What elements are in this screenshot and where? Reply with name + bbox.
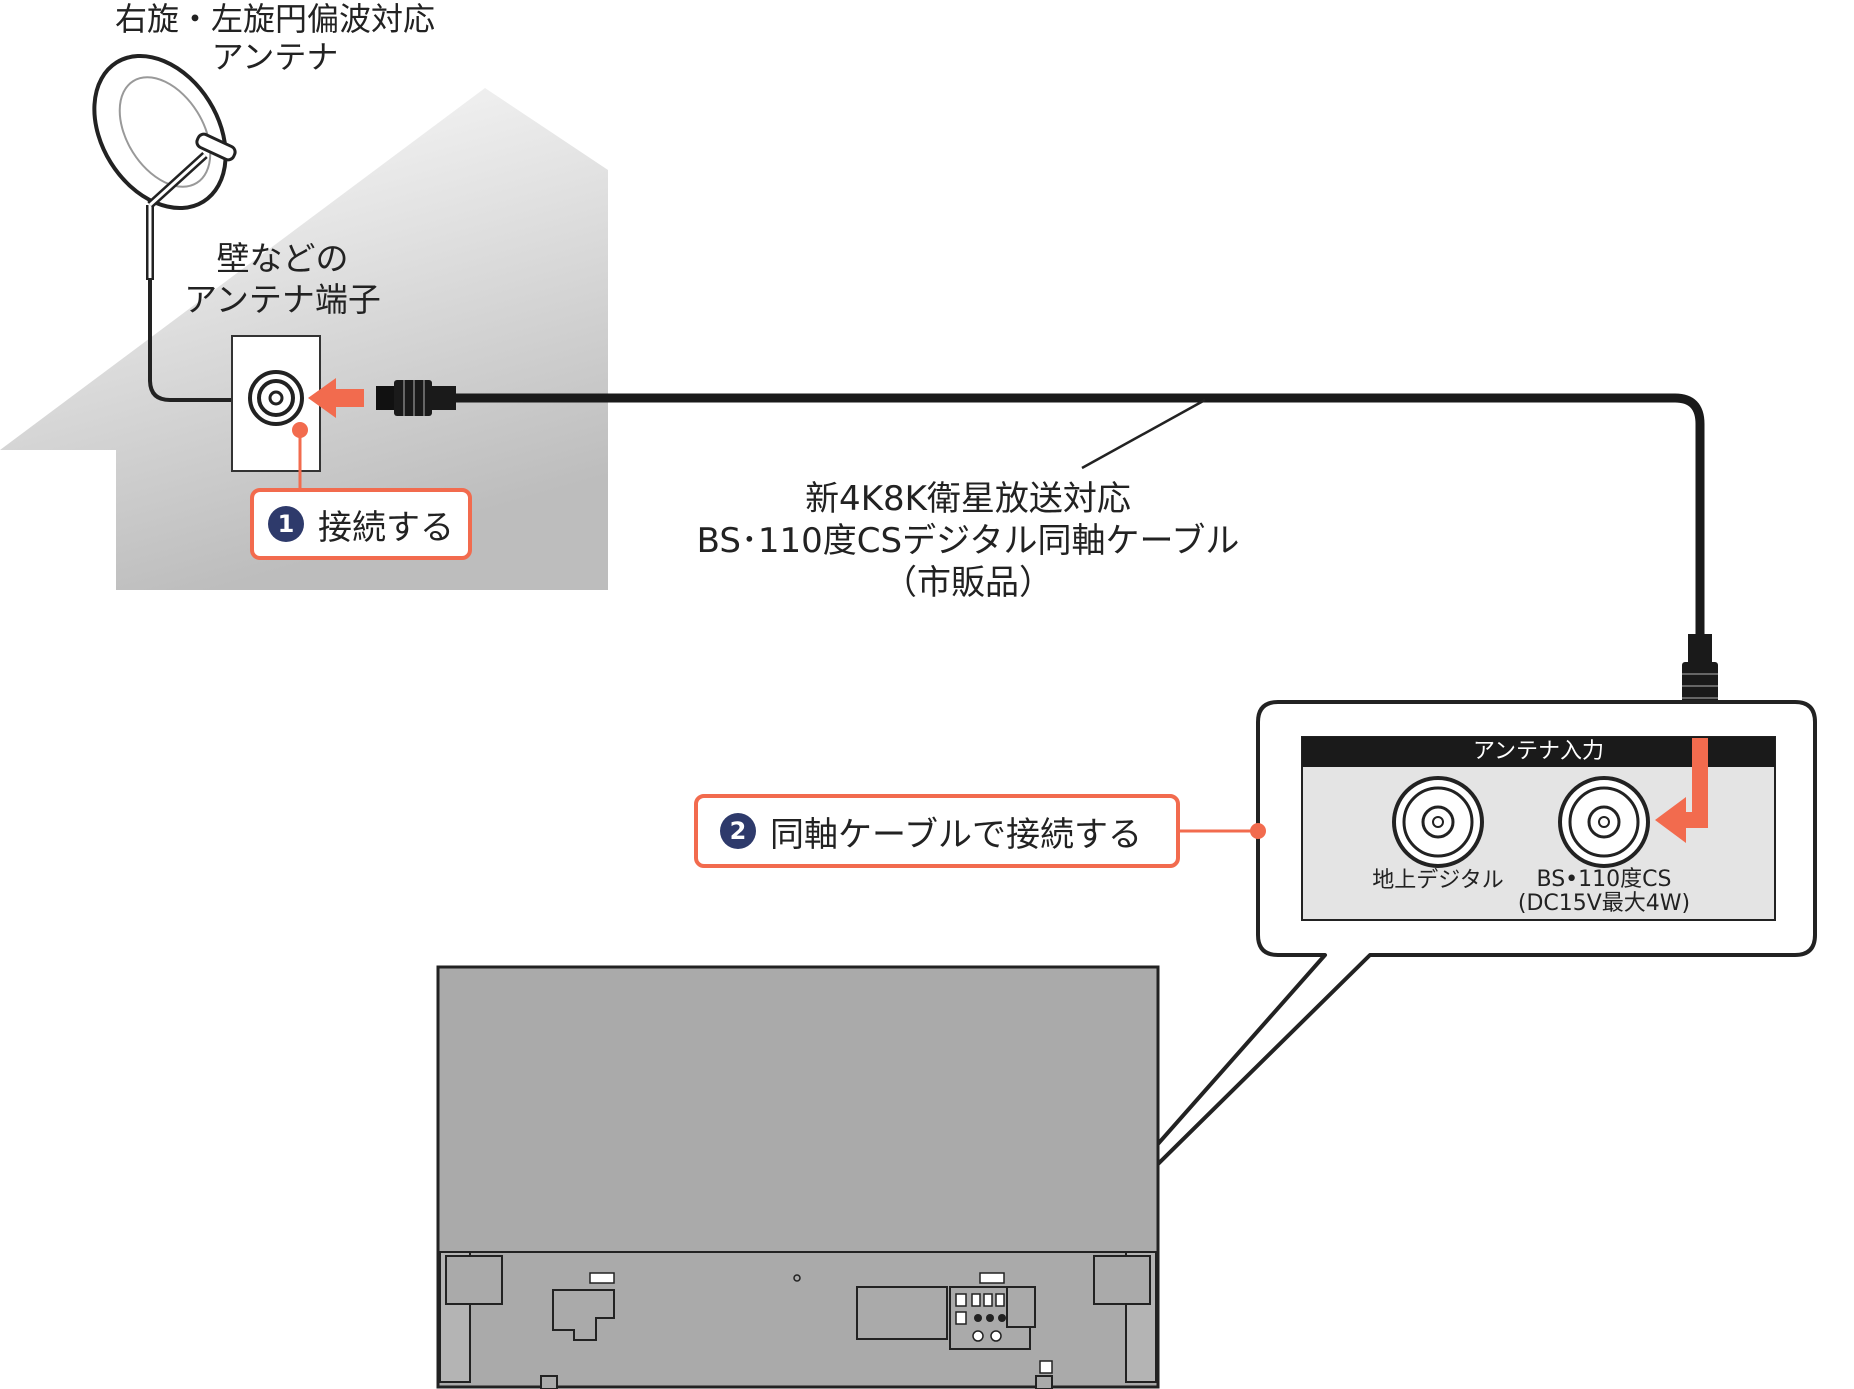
- step1-number-badge: 1: [268, 506, 304, 542]
- wall-terminal-label: 壁などの アンテナ端子: [160, 238, 405, 320]
- antenna-label-line1: 右旋・左旋円偏波対応: [114, 0, 435, 38]
- antenna-label: 右旋・左旋円偏波対応 アンテナ: [80, 0, 470, 76]
- step2-number-badge: 2: [720, 813, 756, 849]
- wall-terminal-label-line1: 壁などの: [216, 239, 349, 278]
- coaxial-cable: [450, 393, 1705, 665]
- bs-cs-jack-label-line1: BS•110度CS: [1536, 867, 1672, 892]
- terrestrial-jack-icon: [1392, 776, 1484, 868]
- step2-leader: [1180, 823, 1266, 839]
- step1-leader: [292, 422, 308, 488]
- bs-cs-jack-label: BS•110度CS (DC15V最大4W): [1494, 868, 1714, 916]
- connect-arrow-icon: [308, 378, 364, 418]
- antenna-label-line2: アンテナ: [211, 38, 339, 76]
- wall-antenna-terminal: [231, 335, 321, 472]
- satellite-antenna-icon: [92, 53, 237, 280]
- terrestrial-jack-label: 地上デジタル: [1372, 868, 1504, 893]
- tv-rear-view: [436, 965, 1160, 1389]
- cable-label-line3: （市販品）: [883, 563, 1053, 603]
- connect-arrow-icon: [1655, 738, 1708, 843]
- wall-terminal-label-line2: アンテナ端子: [184, 280, 381, 319]
- step2-text: 同軸ケーブルで接続する: [770, 814, 1142, 855]
- cable-label: 新4K8K衛星放送対応 BS･110度CSデジタル同軸ケーブル （市販品）: [668, 478, 1268, 604]
- bs-cs-jack-icon: [1558, 776, 1650, 868]
- step1-callout: 1 接続する: [250, 488, 472, 560]
- bs-cs-jack-label-line2: (DC15V最大4W): [1517, 891, 1691, 916]
- cable-label-line1: 新4K8K衛星放送対応: [805, 479, 1131, 519]
- step1-text: 接続する: [318, 507, 454, 548]
- step2-callout: 2 同軸ケーブルで接続する: [694, 794, 1180, 868]
- cable-label-line2: BS･110度CSデジタル同軸ケーブル: [696, 521, 1240, 561]
- cable-plug-left: [376, 380, 456, 416]
- antenna-wire: [148, 278, 256, 402]
- cable-label-leader: [1081, 398, 1206, 470]
- panel-title: アンテナ入力: [1472, 739, 1605, 764]
